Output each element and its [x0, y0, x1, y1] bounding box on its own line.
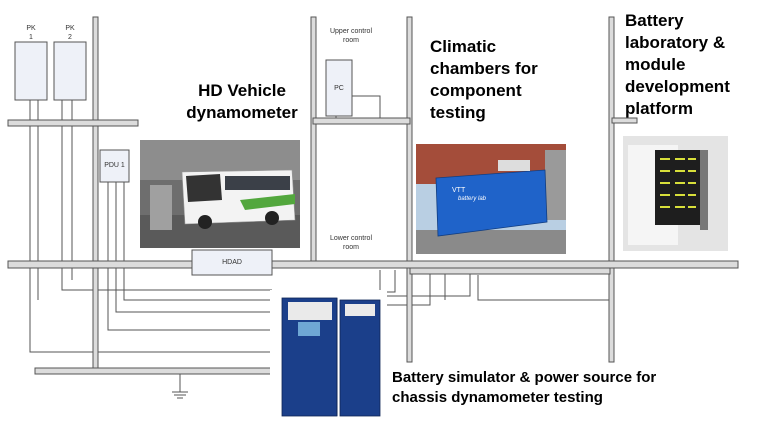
- label-pk2: PK 2: [65, 25, 75, 41]
- beam-horizontal-main: [7, 260, 739, 269]
- callout-climatic-chambers: Climatic chambers for component testing: [430, 37, 538, 122]
- container-logo: VTT: [452, 187, 466, 194]
- ground-symbol: [172, 391, 188, 399]
- beam-vertical-room: [310, 16, 317, 266]
- box-pk1: [14, 41, 48, 101]
- beam-vertical-right: [608, 16, 615, 363]
- beam-horizontal-lower-mid: [409, 267, 611, 275]
- label-pc: PC: [334, 85, 344, 92]
- beams: [7, 16, 739, 375]
- box-hdad: [191, 249, 273, 276]
- beam-horizontal-right: [611, 117, 638, 124]
- photo-battery-simulator: [270, 290, 387, 420]
- box-pdu: [99, 149, 130, 183]
- label-pk1: PK 1: [26, 25, 36, 41]
- container-text: battery lab: [458, 196, 487, 202]
- wire-pk2: [61, 100, 272, 291]
- wire-pk1: [29, 100, 272, 353]
- beam-vertical-left: [92, 16, 99, 373]
- wire-battery-lab: [477, 275, 610, 301]
- beam-horizontal-bottom: [34, 367, 276, 375]
- photo-battery-lab: [623, 136, 728, 251]
- beam-vertical-middle: [406, 16, 413, 363]
- box-pc: [325, 59, 353, 117]
- box-pk2: [53, 41, 87, 101]
- callout-battery-laboratory: Battery laboratory & module development …: [625, 11, 730, 118]
- beam-horizontal-room: [312, 117, 411, 125]
- wire-climatic: [385, 265, 431, 306]
- beam-horizontal-upper-left: [7, 119, 139, 127]
- label-hdad: HDAD: [222, 259, 242, 266]
- label-lower-control-room: Lower control room: [329, 235, 373, 251]
- label-upper-control-room: Upper control room: [329, 28, 373, 44]
- wiring-lines: [29, 95, 610, 399]
- label-pdu: PDU 1: [104, 162, 125, 169]
- wire-pdu: [107, 180, 272, 331]
- photo-hd-vehicle: [140, 140, 300, 248]
- photo-climatic-chamber: VTT battery lab: [416, 144, 566, 254]
- callout-hd-vehicle: HD Vehicle dynamometer: [186, 81, 298, 122]
- callout-battery-simulator: Battery simulator & power source for cha…: [392, 369, 657, 406]
